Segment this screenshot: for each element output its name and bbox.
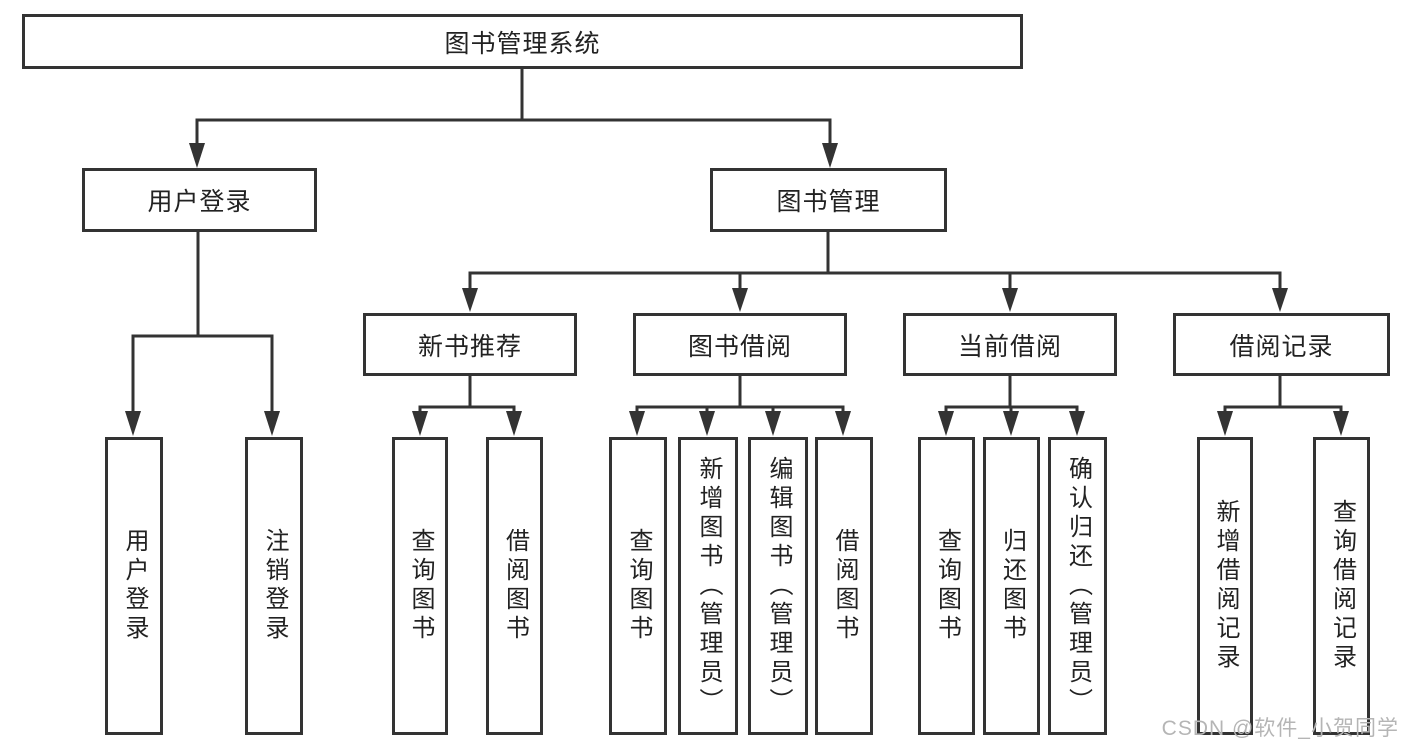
arrow-icon: [412, 411, 428, 436]
leaf-bb-add-book: 新增图书（管理员）: [678, 437, 738, 735]
leaf-br-query-record-label: 查询借阅记录: [1328, 499, 1356, 673]
connector-current-borrow: [944, 376, 1079, 413]
arrow-icon: [732, 288, 748, 312]
arrow-icon: [699, 411, 715, 436]
leaf-bb-borrow-book: 借阅图书: [815, 437, 873, 735]
watermark: CSDN @软件_小贺同学: [1161, 717, 1399, 740]
leaf-cb-confirm-return: 确认归还（管理员）: [1048, 437, 1107, 735]
arrow-icon: [1002, 288, 1018, 312]
arrow-icon: [189, 143, 205, 168]
arrow-icon: [506, 411, 522, 436]
node-new-book-recommend: 新书推荐: [363, 313, 577, 376]
arrow-icon: [1003, 411, 1019, 436]
arrowheads: [125, 143, 1349, 436]
leaf-bb-edit-book: 编辑图书（管理员）: [748, 437, 808, 735]
arrow-icon: [1217, 411, 1233, 436]
leaf-cb-query-book-label: 查询图书: [933, 528, 961, 644]
leaf-rec-query-book: 查询图书: [392, 437, 448, 735]
node-borrow-record: 借阅记录: [1173, 313, 1390, 376]
node-user-login: 用户登录: [82, 168, 317, 232]
leaf-cb-query-book: 查询图书: [918, 437, 975, 735]
leaf-rec-borrow-book-label: 借阅图书: [501, 528, 529, 644]
leaf-user-login-label: 用户登录: [121, 528, 148, 644]
connector-user-login: [131, 232, 274, 413]
arrow-icon: [1069, 411, 1085, 436]
leaf-cb-confirm-return-label: 确认归还（管理员）: [1064, 455, 1092, 717]
node-book-borrow: 图书借阅: [633, 313, 847, 376]
arrow-icon: [765, 411, 781, 436]
leaf-br-add-record-label: 新增借阅记录: [1212, 499, 1239, 673]
arrow-icon: [1333, 411, 1349, 436]
leaf-cb-return-book-label: 归还图书: [998, 528, 1026, 644]
arrow-icon: [938, 411, 954, 436]
connector-root: [195, 69, 832, 145]
arrow-icon: [264, 411, 280, 436]
arrow-icon: [835, 411, 851, 436]
arrow-icon: [629, 411, 645, 436]
connector-new-book-rec: [418, 376, 516, 413]
arrow-icon: [462, 288, 478, 312]
leaf-logout-label: 注销登录: [261, 528, 288, 644]
leaf-br-add-record: 新增借阅记录: [1197, 437, 1253, 735]
connector-book-mgmt: [468, 232, 1282, 290]
leaf-bb-query-book: 查询图书: [609, 437, 667, 735]
arrow-icon: [125, 411, 141, 436]
leaf-logout: 注销登录: [245, 437, 303, 735]
arrow-icon: [1272, 288, 1288, 312]
leaf-rec-borrow-book: 借阅图书: [486, 437, 543, 735]
leaf-user-login: 用户登录: [105, 437, 163, 735]
leaf-rec-query-book-label: 查询图书: [407, 528, 434, 644]
node-book-management: 图书管理: [710, 168, 947, 232]
node-current-borrow: 当前借阅: [903, 313, 1117, 376]
leaf-br-query-record: 查询借阅记录: [1313, 437, 1370, 735]
leaf-bb-borrow-book-label: 借阅图书: [831, 528, 858, 644]
connector-borrow-record: [1223, 376, 1343, 413]
leaf-cb-return-book: 归还图书: [983, 437, 1040, 735]
node-root: 图书管理系统: [22, 14, 1023, 69]
leaf-bb-edit-book-label: 编辑图书（管理员）: [765, 455, 792, 717]
leaf-bb-query-book-label: 查询图书: [625, 528, 652, 644]
arrow-icon: [822, 143, 838, 168]
connector-book-borrow: [635, 376, 845, 413]
leaf-bb-add-book-label: 新增图书（管理员）: [695, 455, 722, 717]
